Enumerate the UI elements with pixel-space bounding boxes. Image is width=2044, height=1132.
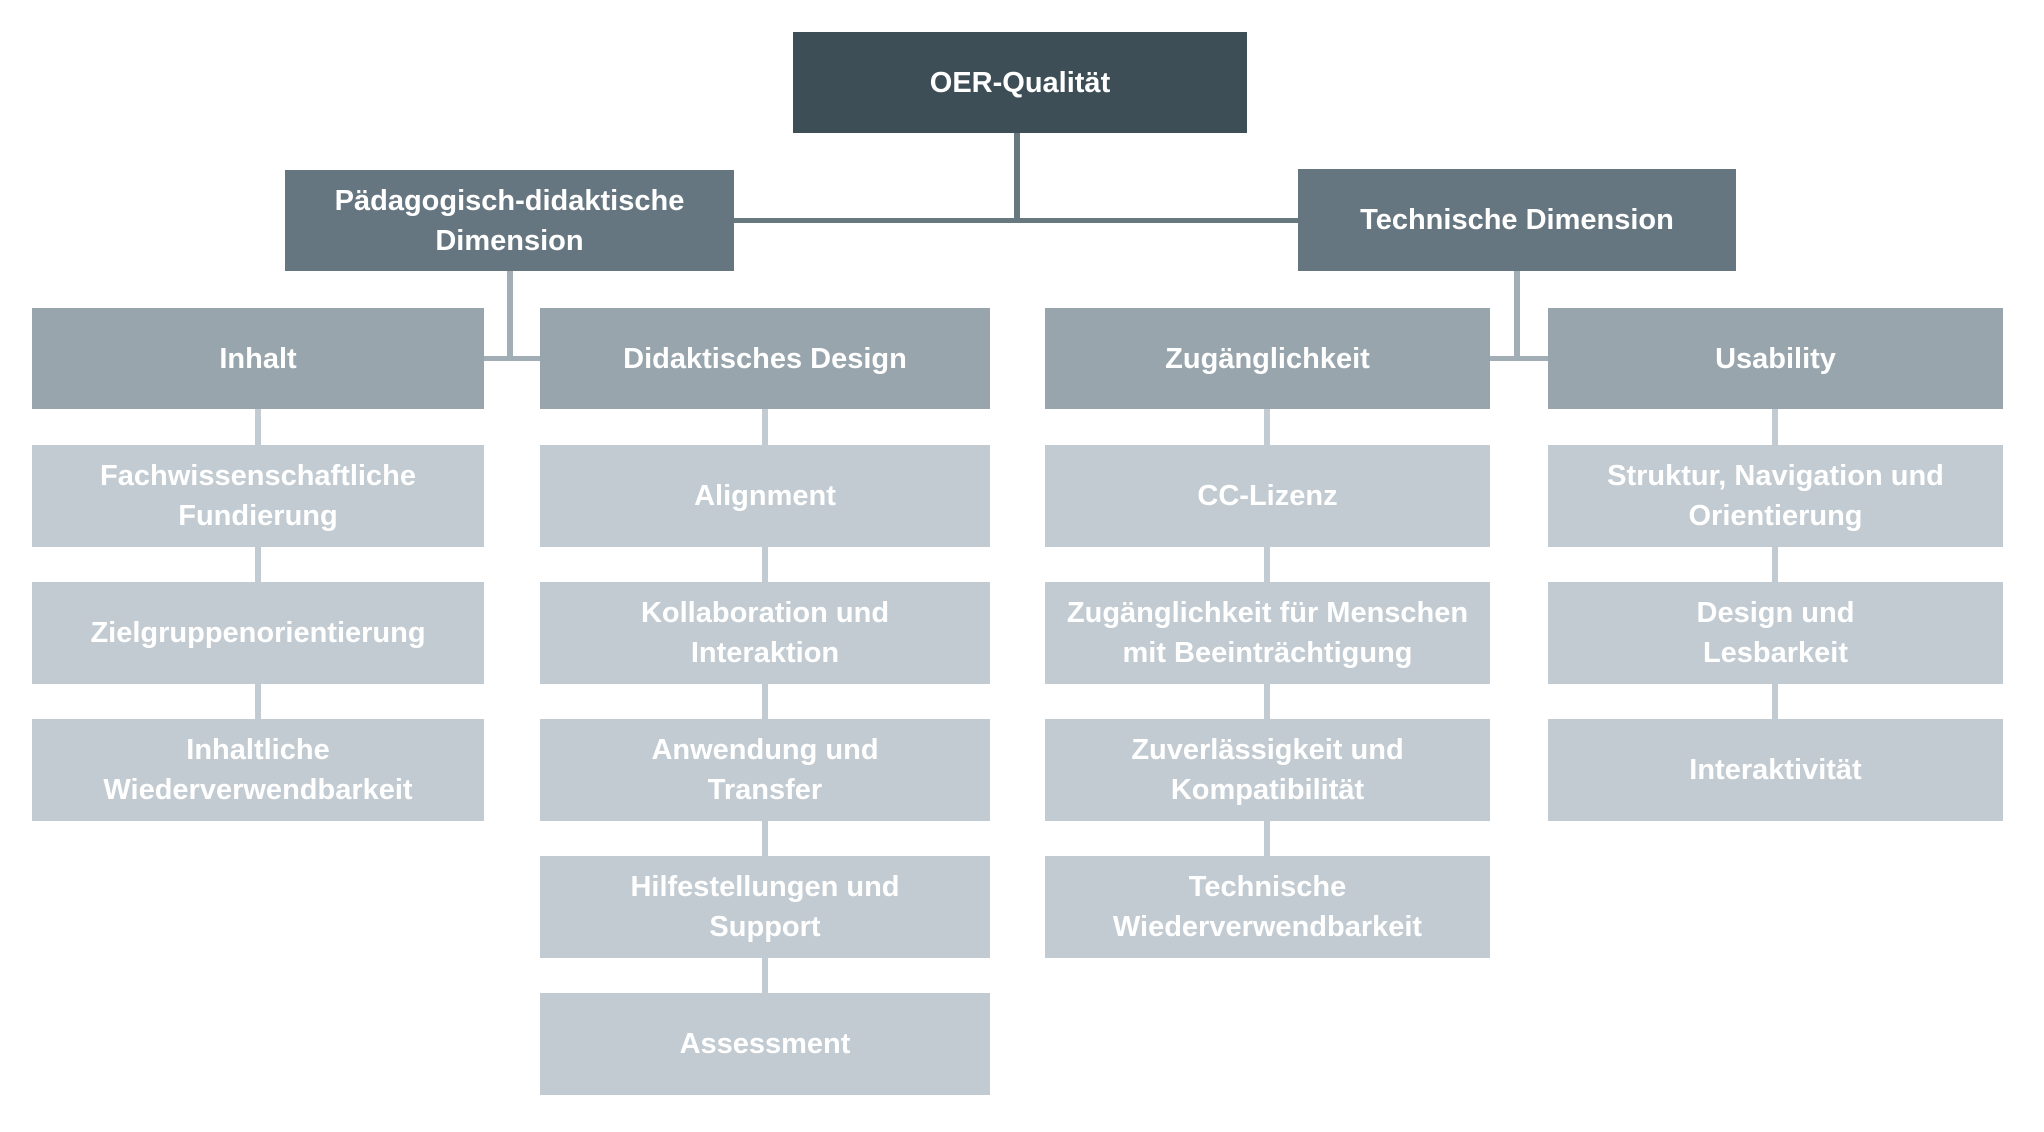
connector-col3-seg2 — [1264, 547, 1270, 582]
connector-root-horizontal — [734, 218, 1298, 223]
connector-dim2-arm — [1490, 356, 1548, 361]
connector-col1-seg1 — [255, 409, 261, 445]
connector-col3-seg3 — [1264, 684, 1270, 719]
item-node-zugaenglichkeit-fuer-menschen: Zugänglichkeit für Menschen mit Beeinträ… — [1045, 582, 1490, 684]
connector-col4-seg1 — [1772, 409, 1778, 445]
item-node-hilfestellungen-und-support: Hilfestellungen und Support — [540, 856, 990, 958]
category-header-inhalt: Inhalt — [32, 308, 484, 409]
connector-dim1-vertical — [507, 271, 513, 361]
item-node-fachwissenschaftliche-fundierung: Fachwissenschaftliche Fundierung — [32, 445, 484, 547]
dimension-node-paedagogisch-didaktisch: Pädagogisch-didaktische Dimension — [285, 170, 734, 271]
item-node-alignment: Alignment — [540, 445, 990, 547]
connector-col2-seg1 — [762, 409, 768, 445]
item-node-anwendung-und-transfer: Anwendung und Transfer — [540, 719, 990, 821]
connector-col1-seg2 — [255, 547, 261, 582]
item-node-struktur-navigation-orientierung: Struktur, Navigation und Orientierung — [1548, 445, 2003, 547]
connector-col4-seg3 — [1772, 684, 1778, 719]
item-node-kollaboration-und-interaktion: Kollaboration und Interaktion — [540, 582, 990, 684]
connector-col1-seg3 — [255, 684, 261, 719]
root-node-oer-qualitaet: OER-Qualität — [793, 32, 1247, 133]
category-header-usability: Usability — [1548, 308, 2003, 409]
connector-col2-seg4 — [762, 821, 768, 856]
connector-col2-seg5 — [762, 958, 768, 993]
connector-col3-seg4 — [1264, 821, 1270, 856]
item-node-inhaltliche-wiederverwendbarkeit: Inhaltliche Wiederverwendbarkeit — [32, 719, 484, 821]
connector-col3-seg1 — [1264, 409, 1270, 445]
category-header-zugaenglichkeit: Zugänglichkeit — [1045, 308, 1490, 409]
connector-dim2-vertical — [1514, 271, 1520, 361]
connector-col4-seg2 — [1772, 547, 1778, 582]
item-node-zuverlaessigkeit-und-kompatibilitaet: Zuverlässigkeit und Kompatibilität — [1045, 719, 1490, 821]
item-node-technische-wiederverwendbarkeit: Technische Wiederverwendbarkeit — [1045, 856, 1490, 958]
item-node-cc-lizenz: CC-Lizenz — [1045, 445, 1490, 547]
connector-col2-seg2 — [762, 547, 768, 582]
dimension-node-technisch: Technische Dimension — [1298, 169, 1736, 271]
category-header-didaktisches-design: Didaktisches Design — [540, 308, 990, 409]
connector-root-vertical — [1014, 133, 1020, 222]
connector-dim1-arm — [484, 356, 540, 361]
item-node-design-und-lesbarkeit: Design und Lesbarkeit — [1548, 582, 2003, 684]
item-node-interaktivitaet: Interaktivität — [1548, 719, 2003, 821]
item-node-zielgruppenorientierung: Zielgruppenorientierung — [32, 582, 484, 684]
connector-col2-seg3 — [762, 684, 768, 719]
item-node-assessment: Assessment — [540, 993, 990, 1095]
